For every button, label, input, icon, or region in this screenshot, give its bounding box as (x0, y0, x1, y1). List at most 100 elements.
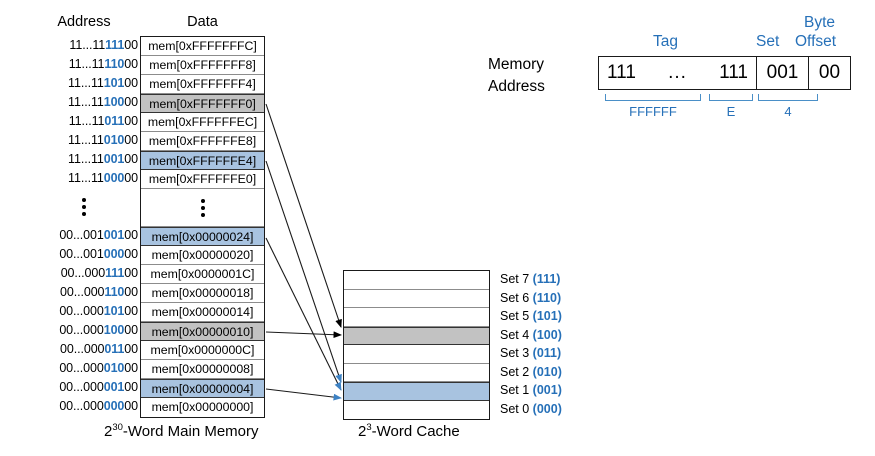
address-set-part: 010 (103, 133, 125, 147)
address-row: 00...00011100 (30, 264, 138, 283)
address-set-part: 101 (103, 76, 125, 90)
main-memory-caption-base: 2 (104, 423, 113, 440)
memory-cell: mem[0x00000008] (141, 360, 264, 379)
set-name: Set 6 (500, 290, 530, 305)
memory-cell: mem[0xFFFFFFFC] (141, 37, 264, 56)
cache-set-row (344, 308, 489, 327)
address-tag-part: 11...11 (68, 57, 105, 71)
address-row: 11...1101100 (30, 112, 138, 131)
address-set-part: 001 (103, 152, 125, 166)
address-tag-part: 00...001 (59, 228, 104, 242)
address-row: 11...1100100 (30, 150, 138, 169)
cache-set-label: Set 7 (111) (500, 270, 562, 289)
address-set-part: 000 (103, 399, 125, 413)
address-row: 00...00000000 (30, 397, 138, 416)
field-label-set: Set (756, 33, 780, 50)
cache-set-row (344, 271, 489, 290)
cache-caption-rest: -Word Cache (371, 423, 460, 440)
address-tag-part: 11...11 (68, 171, 104, 185)
address-tag-part: 00...000 (60, 266, 106, 280)
address-row: 11...1110000 (30, 93, 138, 112)
memory-cell: mem[0x00000010] (141, 322, 264, 341)
address-offset-part: 00 (124, 171, 138, 185)
address-column-header: Address (57, 14, 111, 30)
memory-address-title-line2: Address (488, 78, 545, 95)
memory-cell: mem[0xFFFFFFEC] (141, 113, 264, 132)
address-tag-part: 11...11 (69, 38, 106, 52)
address-tag-part: 11...11 (68, 133, 104, 147)
hex-low-label: 4 (784, 104, 792, 119)
memory-cell: mem[0x0000000C] (141, 341, 264, 360)
set-binary-index: (001) (532, 383, 562, 397)
address-offset-part: 00 (124, 361, 138, 375)
main-memory-caption-rest: -Word Main Memory (122, 423, 259, 440)
address-offset-part: 00 (124, 95, 138, 109)
address-tag-part: 00...000 (59, 323, 104, 337)
data-column-header: Data (187, 14, 218, 30)
address-offset-part: 00 (124, 133, 138, 147)
set-binary-index: (110) (532, 290, 562, 305)
memory-cell: mem[0x00000004] (141, 379, 264, 398)
address-row: 00...00010000 (30, 321, 138, 340)
address-tag-part: 00...000 (59, 304, 104, 318)
address-tag-bits: 111 ... 111 (599, 57, 756, 89)
memory-cell: mem[0xFFFFFFF4] (141, 75, 264, 94)
field-label-tag: Tag (653, 33, 678, 50)
set-name: Set 2 (500, 364, 530, 379)
address-tag-part: 00...000 (59, 380, 104, 394)
address-tag-part: 11...11 (68, 152, 104, 166)
set-binary-index: (100) (532, 327, 562, 342)
main-memory-table: mem[0xFFFFFFFC]mem[0xFFFFFFF8]mem[0xFFFF… (140, 36, 265, 418)
address-offset-part: 00 (124, 342, 138, 356)
cache-set-row (344, 382, 489, 401)
address-set-part: 100 (103, 323, 125, 337)
memory-cell: mem[0x00000000] (141, 398, 264, 417)
address-row: 00...00010100 (30, 302, 138, 321)
cache-set-label: Set 0 (000) (500, 400, 562, 419)
address-offset-part: 00 (124, 152, 138, 166)
address-set-part: 100 (103, 95, 125, 109)
memory-cell: mem[0x00000020] (141, 246, 264, 265)
address-row: 00...00011000 (30, 283, 138, 302)
address-tag-part: 00...000 (60, 285, 105, 299)
tag-bits-right: 111 (719, 62, 748, 83)
memory-address-title-line1: Memory (488, 56, 544, 73)
address-set-part: 000 (103, 247, 125, 261)
address-row: 00...00100100 (30, 226, 138, 245)
cache-caption-base: 2 (358, 423, 367, 440)
address-row: 00...00000100 (30, 378, 138, 397)
address-bit-box: 111 ... 111 001 00 (598, 56, 851, 90)
set-binary-index: (111) (532, 272, 561, 286)
address-offset-part: 00 (124, 228, 138, 242)
address-tag-part: 00...000 (59, 361, 104, 375)
cache-caption-exponent: 3 (366, 422, 372, 433)
cache-set-label: Set 5 (101) (500, 307, 562, 326)
address-offset-part: 00 (124, 323, 138, 337)
tag-bits-left: 111 (607, 62, 636, 83)
memory-address-format-panel: Memory Address Tag Set Byte Offset 111 .… (488, 14, 868, 134)
main-memory-caption: 230-Word Main Memory (104, 422, 259, 440)
address-offset-part: 00 (124, 285, 138, 299)
memory-cell: mem[0x00000014] (141, 303, 264, 322)
address-row: 11...1110100 (30, 74, 138, 93)
address-tag-part: 00...000 (60, 342, 105, 356)
address-row: 11...1111000 (30, 55, 138, 74)
tag-bits-ellipsis: ... (668, 62, 687, 83)
memory-cell: mem[0x0000001C] (141, 265, 264, 284)
cache-table (343, 270, 490, 420)
cache-set-label: Set 4 (100) (500, 326, 562, 345)
address-tag-part: 11...11 (68, 114, 105, 128)
address-offset-part: 00 (124, 266, 138, 280)
cache-set-label: Set 3 (011) (500, 344, 562, 363)
memory-cell: mem[0xFFFFFFF8] (141, 56, 264, 75)
memory-cell: mem[0xFFFFFFE8] (141, 132, 264, 151)
set-name: Set 0 (500, 401, 530, 416)
address-row: 00...00001000 (30, 359, 138, 378)
hex-tag-label: FFFFFF (629, 104, 677, 119)
field-label-offset: Offset (795, 33, 837, 50)
memory-cell: mem[0xFFFFFFF0] (141, 94, 264, 113)
memory-cell: mem[0x00000018] (141, 284, 264, 303)
address-set-part: 111 (105, 38, 125, 52)
address-offset-part: 00 (124, 247, 138, 261)
cache-set-row (344, 289, 489, 308)
